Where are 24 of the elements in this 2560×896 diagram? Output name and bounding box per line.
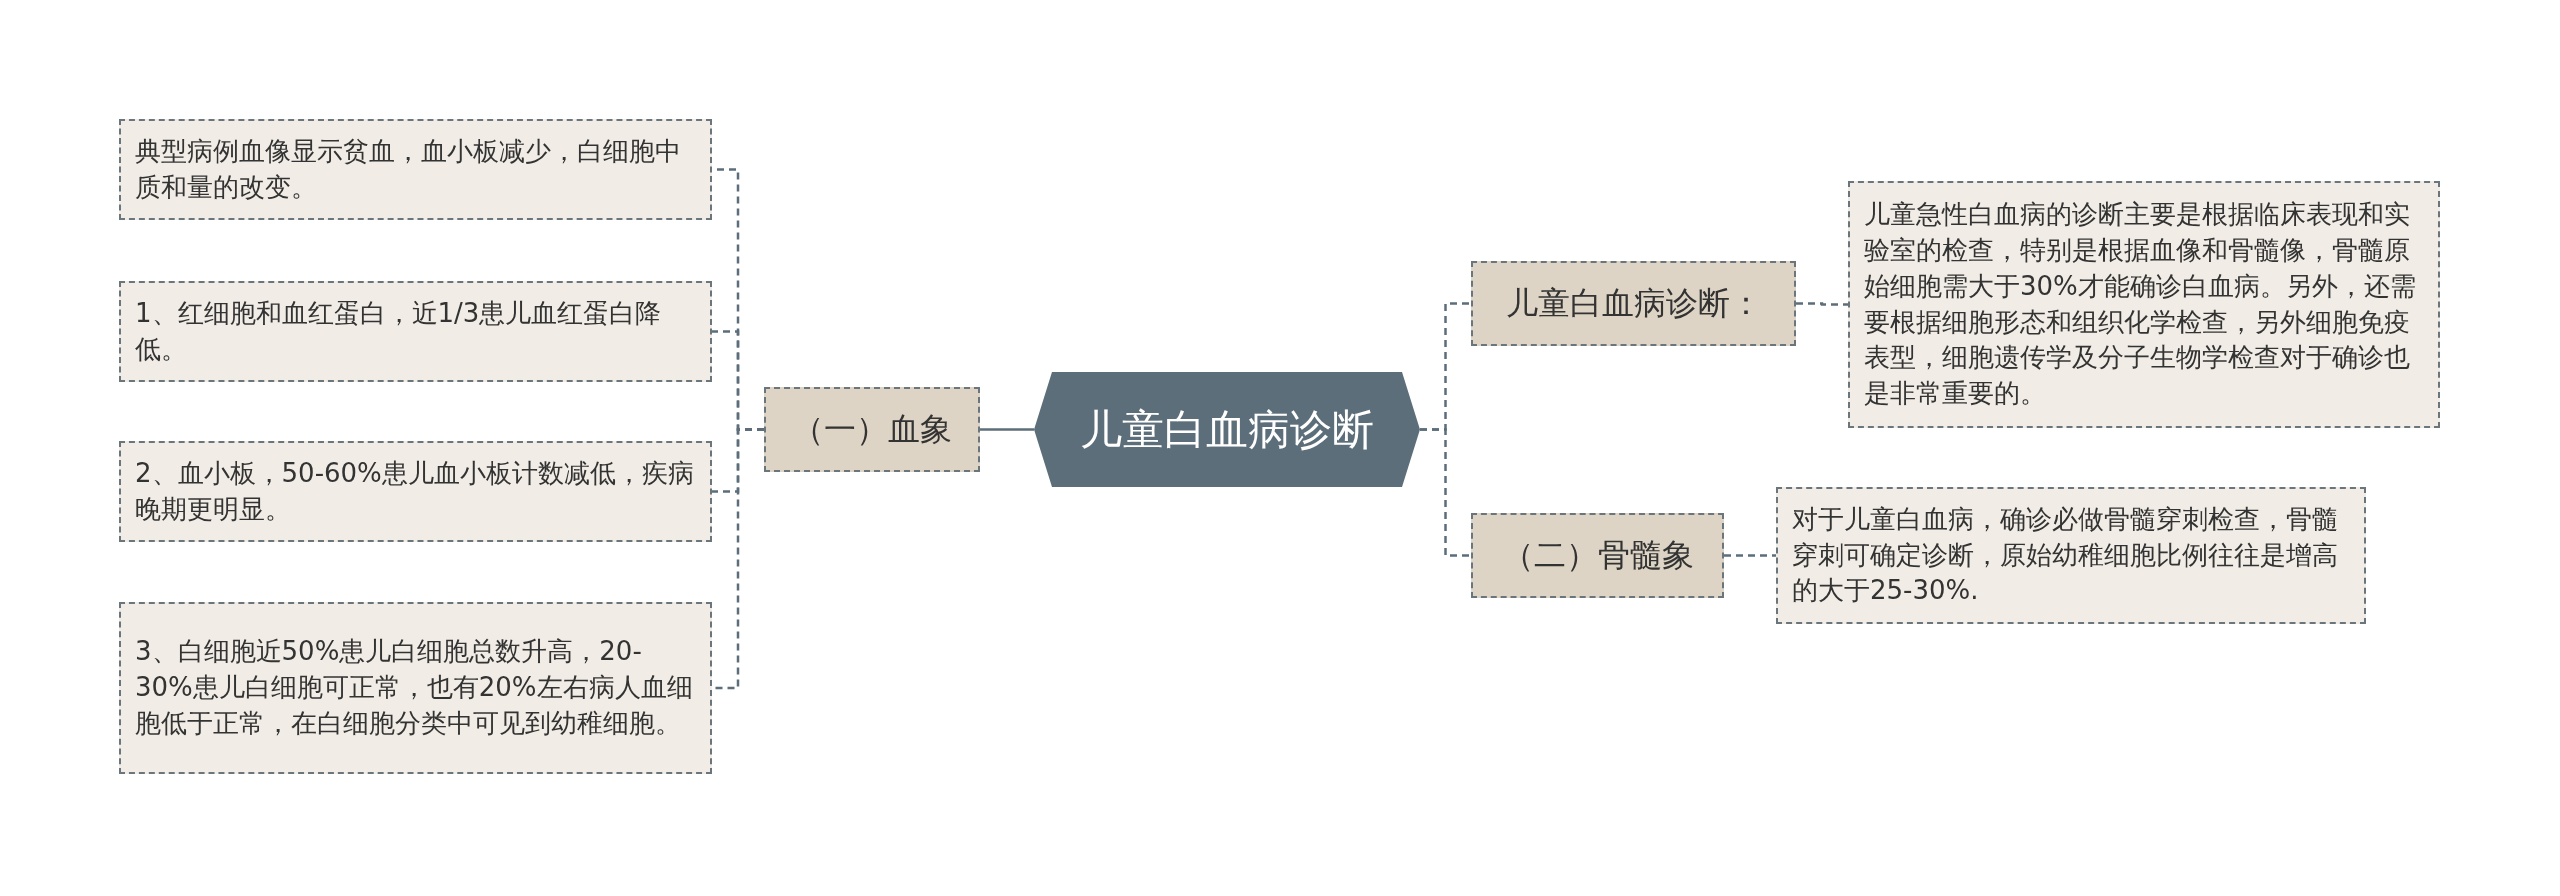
node-text: （二）骨髓象: [1501, 534, 1694, 576]
note-box: [119, 281, 712, 382]
topic-box: [1471, 513, 1724, 598]
node-text: 1、红细胞和血红蛋白，近1/3患儿血红蛋白降低。: [135, 296, 663, 366]
node-text: （一）血象: [792, 408, 952, 450]
note-box: [119, 119, 712, 220]
node-text: 儿童急性白血病的诊断主要是根据临床表现和实验室的检查，特别是根据血像和骨髓像，骨髓原始细胞需大于30%才能确诊白血病。另外，还需要根据细胞形态和组织化学检查，另外细胞免疫表型，细胞遗传学及分子生物学检查对于确诊也是非常重要的。: [1864, 197, 2417, 411]
node-text: 3、白细胞近50%患儿白细胞总数升高，20-30%患儿白细胞可正常，也有20%左右病人血细胞低于正常，在白细胞分类中可见到幼稚细胞。: [135, 635, 694, 740]
node-text: 2、血小板，50-60%患儿血小板计数减低，疾病晚期更明显。: [135, 456, 695, 526]
topic-box: [1471, 261, 1796, 346]
node-text: 对于儿童白血病，确诊必做骨髓穿刺检查，骨髓穿刺可确定诊断，原始幼稚细胞比例往往是增高的大于25-30%.: [1792, 502, 2339, 608]
topic-box: [764, 387, 980, 472]
connector-line: [980, 428, 1034, 431]
node-text: 儿童白血病诊断：: [1505, 282, 1762, 324]
central-topic-hexagon: [1034, 372, 1420, 487]
connector-line: [1724, 554, 1776, 557]
note-box: [119, 602, 712, 774]
node-text: 典型病例血像显示贫血，血小板减少，白细胞中质和量的改变。: [135, 134, 682, 204]
connector-line: [1796, 302, 1848, 306]
note-box: [1848, 181, 2440, 428]
node-text: 儿童白血病诊断: [1080, 403, 1374, 456]
note-box: [119, 441, 712, 542]
connector-line: [1420, 428, 1471, 557]
note-box: [1776, 487, 2366, 624]
